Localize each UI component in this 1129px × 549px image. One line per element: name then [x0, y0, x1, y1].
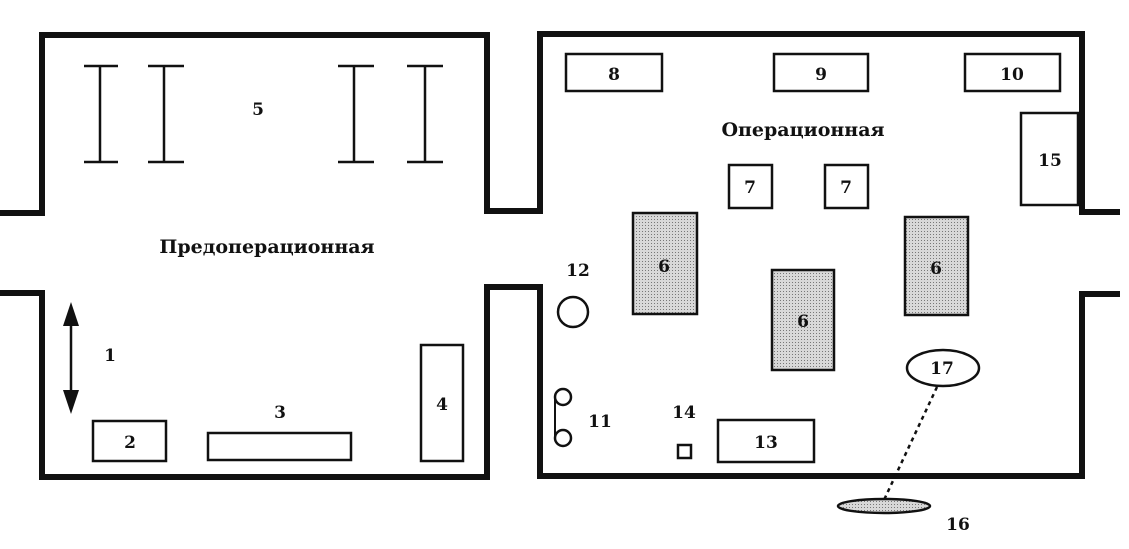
rack-group-5 [84, 64, 443, 164]
item-8-box [564, 52, 664, 93]
operating-table-left [631, 211, 699, 316]
label-1: 1 [104, 346, 116, 366]
preop-room-label: Предоперационная [159, 236, 374, 258]
item-11-circle-top [553, 387, 573, 407]
rack-icon [84, 64, 118, 164]
label-11: 11 [588, 412, 612, 432]
item-13-box [716, 418, 816, 464]
label-17: 17 [930, 359, 954, 379]
label-7-left: 7 [744, 178, 756, 198]
operating-table-center [770, 268, 836, 372]
label-6-center: 6 [797, 312, 809, 332]
label-14: 14 [672, 403, 696, 423]
label-9: 9 [815, 65, 827, 85]
label-15: 15 [1038, 151, 1062, 171]
label-10: 10 [1000, 65, 1024, 85]
item-7-box-right [823, 163, 870, 210]
item-3-box [206, 431, 353, 462]
item-12-circle [556, 295, 590, 329]
item-11-circle-bottom [553, 428, 573, 448]
item-7-box-left [727, 163, 774, 210]
preop-wall-bottom [0, 284, 1120, 480]
item-16-ellipse [836, 497, 932, 515]
operating-room-label: Операционная [721, 119, 884, 141]
label-7-right: 7 [840, 178, 852, 198]
item-15-box [1019, 111, 1080, 207]
label-12: 12 [566, 261, 590, 281]
label-6-left: 6 [658, 257, 670, 277]
item-10-box [963, 52, 1062, 93]
item-17-ellipse [905, 348, 981, 388]
rack-icon [338, 64, 374, 164]
label-5: 5 [252, 100, 264, 120]
label-4: 4 [436, 395, 448, 415]
label-13: 13 [754, 433, 778, 453]
label-2: 2 [124, 433, 136, 453]
label-6-right: 6 [930, 259, 942, 279]
label-3: 3 [274, 403, 286, 423]
item-2-box [91, 419, 168, 463]
rack-icon [148, 64, 184, 164]
item-4-box [419, 343, 465, 463]
label-16: 16 [946, 515, 970, 535]
double-arrow-icon [63, 302, 79, 414]
item-9-box [772, 52, 870, 93]
operating-table-right [903, 215, 970, 317]
label-8: 8 [608, 65, 620, 85]
preop-wall-top [0, 31, 1120, 216]
item-14-box [676, 443, 693, 460]
item-16-17-link [882, 386, 939, 501]
rack-icon [407, 64, 443, 164]
